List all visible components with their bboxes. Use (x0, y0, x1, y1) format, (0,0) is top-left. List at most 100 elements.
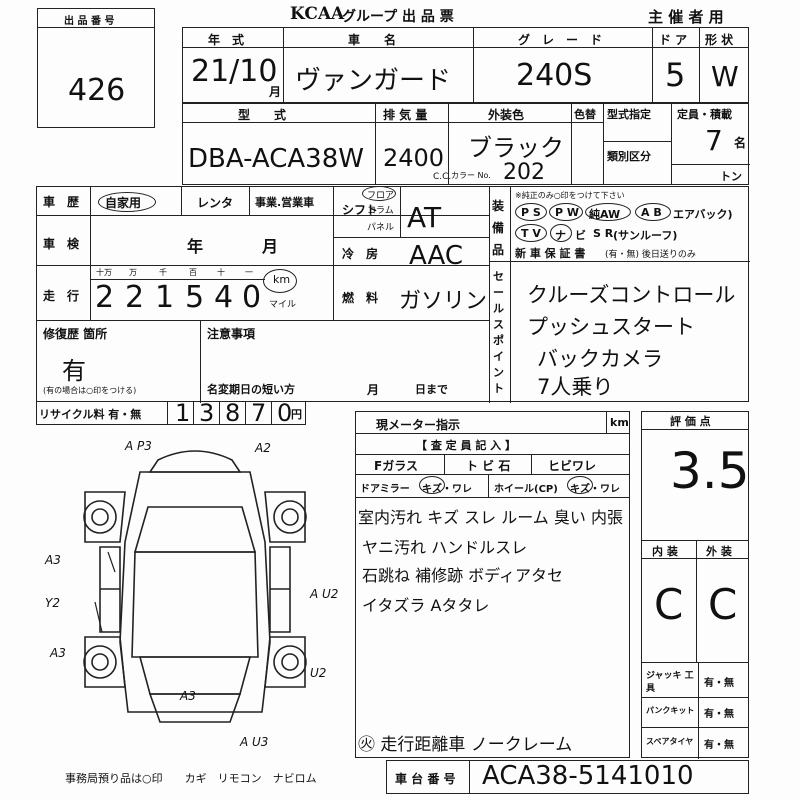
recycle-digit-4: 0 (277, 399, 293, 427)
year-value: 21/10 (191, 54, 278, 89)
capacity-label: 定員・積載 (677, 108, 732, 121)
organizer-label: 主 催 者 用 (648, 8, 724, 26)
ac-label: 冷 房 (342, 247, 379, 261)
chassis-label: 車 台 番 号 (395, 772, 456, 786)
mark-au2-right: A U2 (309, 587, 338, 601)
history-own: 自家用 (105, 196, 142, 210)
mileage-digit-5: 0 (242, 280, 262, 315)
spare-opts: 有・無 (704, 740, 734, 751)
score-label: 評 価 点 (670, 415, 711, 428)
capacity-value: 7 (705, 124, 723, 157)
navi-circle (550, 224, 572, 242)
score-box: 評 価 点 3.5 内 装 外 装 C C ジャッキ 工 具 有・無 パンクキッ… (641, 411, 750, 759)
puncture-opts: 有・無 (704, 709, 734, 720)
sales-point-3: バックカメラ (537, 347, 663, 371)
mileage-digit-0: 2 (95, 280, 115, 315)
chassis-value: ACA38-5141010 (482, 761, 694, 791)
tobi-label: ト ビ 石 (466, 459, 511, 473)
shift-value: AT (407, 201, 442, 234)
disp-value: 2400 (383, 144, 445, 172)
mileage-unit-1: 万 (129, 268, 137, 277)
month-unit: 月 (269, 85, 282, 99)
shape-label: 形 状 (705, 33, 734, 47)
inspection-month: 月 (262, 237, 279, 256)
meter-label: 現メーター指示 (376, 418, 461, 432)
vehicle-info-top: 年 式 車 名 グ レ ー ド ド ア 形 状 21/10 月 ヴァンガード 2… (182, 27, 749, 103)
spare-label: スペアタイヤ (646, 737, 694, 746)
notes-day: 日まで (415, 383, 448, 396)
equip-aw: 純AW (589, 208, 621, 221)
name-change-label: 名変期日の短い方 (207, 383, 295, 396)
jack-opts: 有・無 (704, 678, 734, 689)
door-label: ド ア (659, 33, 688, 47)
ton-unit: トン (720, 170, 742, 183)
score-value: 3.5 (670, 442, 750, 500)
equipment-label: 装備品 (492, 199, 505, 257)
comment-1: 室内汚れ キズ スレ ルーム 臭い 内張 (358, 508, 623, 527)
mark-au3-rear: A U3 (239, 735, 268, 749)
type-label: 型 式 (238, 108, 287, 122)
inspector-box: 現メーター指示 km 【 査 定 員 記 入 】 Fガラス ト ビ 石 ヒビワレ… (355, 411, 630, 758)
lot-number-value: 426 (68, 73, 126, 108)
aw-circle (585, 203, 631, 221)
shift-panel: パネル (367, 223, 395, 233)
wheel-opts: キズ・ワレ (570, 484, 620, 495)
shape-value: W (711, 60, 739, 93)
disp-label: 排 気 量 (383, 108, 428, 122)
recycle-digit-3: 7 (251, 399, 267, 427)
own-use-circle (98, 192, 156, 212)
sales-point-4: 7人乗り (537, 375, 614, 399)
chassis-box: 車 台 番 号 ACA38-5141010 (386, 760, 749, 794)
repair-value: 有 (62, 357, 86, 385)
equip-bi: ビ (575, 229, 586, 242)
office-note: 事務局預り品は○印 カギ リモコン ナビロム (65, 772, 317, 785)
history-block: 車 歴 自家用 レンタ 事業.営業車 シフト フロア コラム パネル AT 車 … (36, 186, 750, 403)
type-designation-label: 型式指定 (607, 108, 651, 121)
recycle-digit-2: 8 (225, 399, 241, 427)
grade-label: グ レ ー ド (518, 33, 603, 47)
kcaa-logo: KCAA (290, 4, 345, 24)
equip-airbag: エアバック) (673, 208, 733, 221)
equip-ab: A B (641, 206, 662, 219)
sales-point-2: プッシュスタート (527, 315, 695, 339)
jack-label: ジャッキ 工 具 (646, 671, 694, 694)
repair-note: (有の場合は○印をつける) (43, 386, 137, 395)
warranty-opts: (有・無) 後日送りのみ (605, 250, 696, 260)
color-no-label: カラー No. (451, 171, 491, 180)
warranty-label: 新 車 保 証 書 (515, 247, 586, 260)
comment-2: ヤニ汚れ ハンドルスレ (362, 538, 528, 557)
mileage-digit-1: 2 (125, 280, 145, 315)
inspection-year: 年 (187, 237, 204, 256)
mark-ap3: A P3 (124, 439, 152, 453)
mileage-label: 走 行 (43, 289, 80, 303)
sales-points-label: セールスポイント (493, 270, 504, 395)
mileage-unit-5: 一 (245, 268, 253, 277)
sales-point-1: クルーズコントロール (527, 283, 736, 307)
fuel-label: 燃 料 (342, 291, 379, 305)
color-change-label: 色替 (574, 108, 596, 121)
recycle-digit-0: 1 (175, 399, 191, 427)
mark-a3-left: A3 (44, 553, 61, 567)
mirror-opts: キズ・ワレ (422, 484, 472, 495)
comment-4: イタズラ Aタタレ (362, 596, 490, 615)
pw-circle (549, 203, 583, 221)
repair-label: 修復歴 箇所 (43, 327, 108, 341)
equip-sunroof: (サンルーフ) (613, 229, 678, 242)
exterior-value: C (708, 580, 738, 629)
grade-value: 240S (516, 58, 593, 93)
equip-sr: S R (593, 227, 614, 240)
mileage-digit-3: 5 (185, 280, 205, 315)
shift-column: コラム (367, 206, 394, 216)
capacity-unit: 名 (734, 136, 747, 150)
puncture-label: パンクキット (646, 706, 695, 715)
notes-label: 注意事項 (207, 327, 256, 341)
equip-navi: ナ (555, 229, 566, 242)
mileage-unit-2: 千 (159, 268, 167, 277)
history-rental: レンタ (197, 196, 234, 210)
color-label: 外装色 (488, 108, 525, 122)
color-no-value: 202 (503, 160, 545, 185)
color-value: ブラック (468, 134, 564, 162)
year-label: 年 式 (208, 33, 245, 47)
door-value: 5 (665, 56, 686, 94)
recycle-box: リサイクル料 有・無 1 3 8 7 0 円 (36, 399, 306, 427)
